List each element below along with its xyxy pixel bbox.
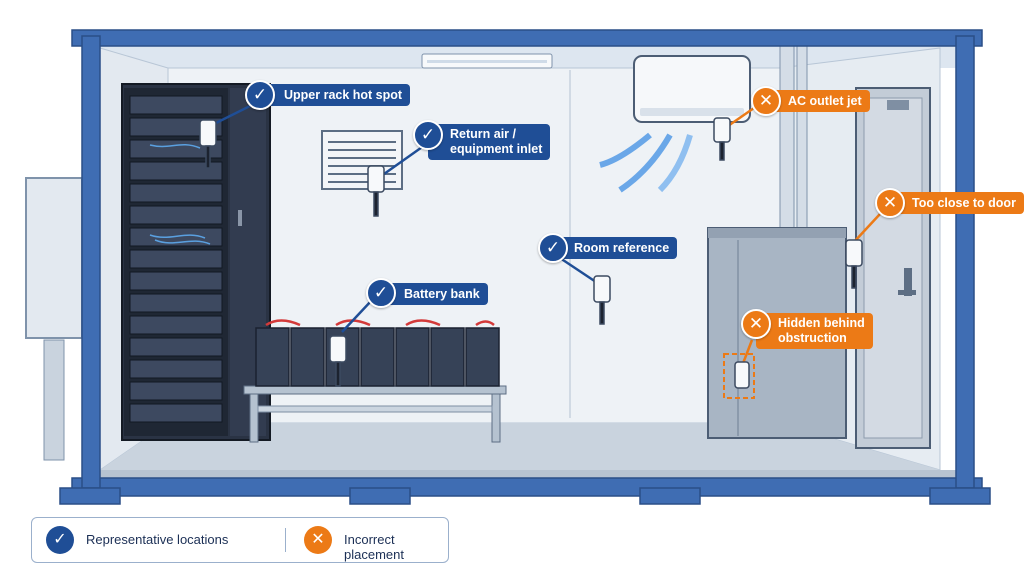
callout-hidden-behind-obstruction: Hidden behind obstruction (756, 313, 873, 349)
external-electrical-box (25, 177, 83, 461)
leader-return-air (383, 143, 426, 176)
leader-battery (341, 299, 373, 333)
battery-rack (243, 319, 507, 443)
legend: ✓ Representative locations ✕ Incorrect p… (31, 517, 449, 563)
callout-battery-bank: Battery bank (382, 283, 488, 305)
sensor-return-air (367, 165, 385, 217)
callout-label: Upper rack hot spot (284, 88, 403, 102)
callout-label: Too close to door (912, 196, 1016, 210)
callout-upper-rack-hot-spot: Upper rack hot spot (262, 84, 411, 106)
leader-near-door (853, 213, 881, 243)
cross-icon: ✕ (304, 526, 332, 554)
check-icon: ✓ (366, 278, 396, 308)
callout-too-close-to-door: Too close to door (890, 192, 1024, 214)
check-icon: ✓ (46, 526, 74, 554)
callout-label: AC outlet jet (788, 94, 862, 108)
legend-correct-label: Representative locations (86, 532, 229, 547)
legend-incorrect-label: Incorrect placement (344, 532, 404, 562)
check-icon: ✓ (245, 80, 275, 110)
callout-ac-outlet-jet: AC outlet jet (766, 90, 870, 112)
air-conditioner (599, 55, 751, 193)
check-icon: ✓ (413, 120, 443, 150)
callout-label-line1: Return air / (450, 127, 516, 141)
cross-icon: ✕ (751, 86, 781, 116)
callout-label: Battery bank (404, 287, 480, 301)
leader-ac-outlet (727, 106, 755, 128)
cross-icon: ✕ (741, 309, 771, 339)
sensor-battery (329, 335, 347, 387)
callout-label: Room reference (574, 241, 670, 255)
sensor-room-reference (593, 275, 611, 325)
callout-label-line1: Hidden behind (778, 316, 865, 330)
callout-return-air: Return air / equipment inlet (428, 124, 551, 160)
check-icon: ✓ (538, 233, 568, 263)
cross-icon: ✕ (875, 188, 905, 218)
return-air-vent (321, 130, 403, 190)
leader-room-reference (559, 256, 597, 284)
legend-divider (285, 528, 286, 552)
sensor-upper-rack (199, 119, 217, 169)
sensor-near-door (845, 239, 863, 289)
callout-label-line2: equipment inlet (450, 142, 543, 156)
callout-label-line2: obstruction (778, 331, 847, 345)
callout-room-reference: Room reference (552, 237, 678, 259)
container-frame (59, 29, 991, 505)
sensor-hidden (723, 353, 755, 399)
door (855, 87, 931, 449)
sensor-ac-outlet (713, 117, 731, 161)
